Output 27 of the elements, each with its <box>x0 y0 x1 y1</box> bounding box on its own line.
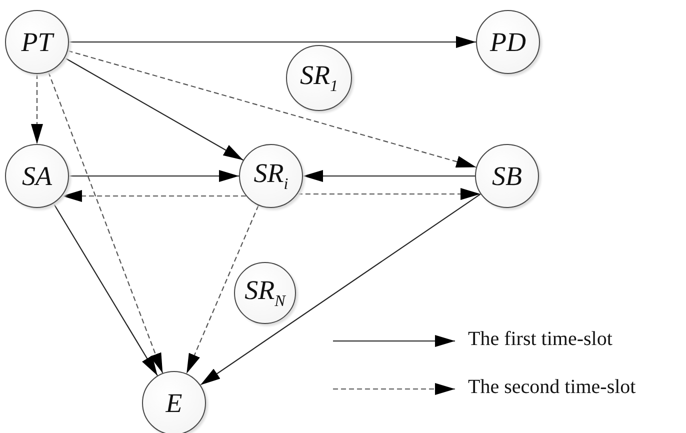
node-label: PT <box>21 26 53 58</box>
arrow <box>69 170 239 182</box>
node-label: SB <box>492 160 522 192</box>
arrow <box>31 74 43 144</box>
node-circle <box>142 371 206 433</box>
arrow <box>186 205 259 374</box>
node-circle <box>286 45 352 111</box>
node-label: E <box>166 388 182 418</box>
arrow <box>303 170 475 182</box>
node-label: SA <box>22 160 52 192</box>
arrow <box>48 72 164 374</box>
arrow <box>64 57 244 161</box>
node-label: SR$_{N}$ <box>244 275 286 311</box>
node-circle <box>234 262 296 324</box>
arrow <box>53 203 158 376</box>
arrow <box>69 36 476 48</box>
arrow <box>62 190 246 202</box>
node-circle <box>475 144 539 208</box>
arrow <box>200 194 481 386</box>
node-label: SR$_{1}$ <box>300 60 338 96</box>
legend-text: The first time-slot <box>468 328 612 351</box>
node-circle <box>239 144 303 208</box>
arrow <box>297 188 481 200</box>
node-label: PD <box>490 26 526 58</box>
arrow <box>68 50 476 168</box>
node-label: SR$_{i}$ <box>254 158 288 194</box>
legend-text: The second time-slot <box>468 376 636 399</box>
